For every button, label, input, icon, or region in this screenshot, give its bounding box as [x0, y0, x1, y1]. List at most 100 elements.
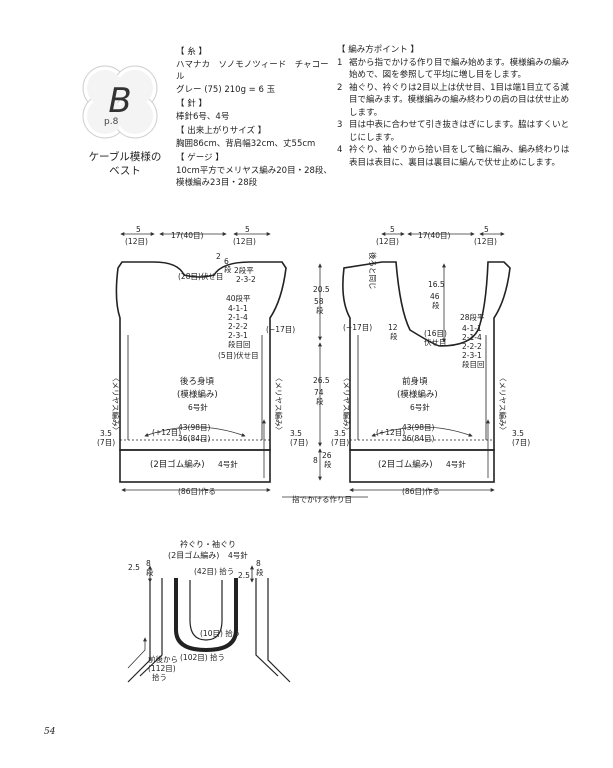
diagram-label: 46	[430, 292, 440, 301]
yarn-line: グレー (75) 210g = 6 玉	[176, 84, 276, 95]
materials-block: 【 糸 】 ハマナカ ソノモノツィード チャコール グレー (75) 210g …	[176, 44, 336, 190]
diagram-label: (42目) 拾う	[194, 566, 234, 576]
diagram-label: 段	[146, 567, 154, 577]
logo-letter: B	[108, 81, 131, 121]
diagram-label: (7目)	[512, 438, 530, 447]
front-side-label: 〈メリヤス編み〉	[342, 374, 352, 434]
diagram-label: 5	[245, 225, 250, 234]
diagram-label: 2.5	[238, 571, 250, 580]
front-piece	[342, 261, 511, 483]
back-side-label: 〈メリヤス編み〉	[111, 374, 121, 434]
diagram-label: (+12目)	[376, 428, 405, 437]
diagram-label: (12目)	[474, 237, 497, 246]
diagram-label: 8	[313, 456, 318, 465]
back-labels: 5 (12目) 17(40目) 5 (12目) 2 6 段 (28目)伏せ目 2…	[97, 225, 308, 496]
diagram-label: 3.5	[334, 429, 346, 438]
diagram-label: (7目)	[97, 438, 115, 447]
diagram-label: (12目)	[233, 237, 256, 246]
diagram-label: 12	[388, 323, 398, 332]
diagram-label: 6号針	[188, 402, 208, 412]
diagram-label: 段	[390, 331, 398, 341]
diagram-label: 2-2-2	[228, 322, 248, 331]
diagram-label: 26.5	[313, 376, 330, 385]
diagram-label: 8	[256, 559, 261, 568]
diagram-label: 後ろ身頃	[180, 376, 215, 387]
diagram-label: 拾う	[152, 672, 167, 682]
diagram-label: 前後から	[148, 654, 178, 664]
points-heading: 【 編み方ポイント 】	[337, 45, 419, 55]
trim-labels: 衿ぐり・袖ぐり (2目ゴム編み) 4号針 2.5 8 段 (42目) 拾う 2.…	[128, 539, 264, 682]
diagram-label: (2目ゴム編み)	[168, 550, 219, 560]
diagram-label: 2.5	[128, 563, 140, 572]
diagram-label: 74	[314, 388, 324, 397]
diagram-label: 3.5	[290, 429, 302, 438]
diagram-label: 段	[224, 264, 232, 274]
diagram-label: 3.5	[512, 429, 524, 438]
diagram-label: (16目)	[424, 329, 447, 338]
diagram-label: (102目) 拾う	[180, 652, 225, 662]
diagram-label: 4号針	[218, 459, 238, 469]
gauge-line: 10cm平方でメリヤス編み20目・28段、	[176, 165, 332, 176]
diagram-label: (2目ゴム編み)	[378, 459, 433, 470]
diagram-label: (模様編み)	[177, 389, 218, 400]
diagram-label: 20.5	[313, 285, 330, 294]
page-number: 54	[44, 727, 56, 737]
diagram-label: 衿ぐり・袖ぐり	[180, 539, 236, 549]
diagram-label: 17(40目)	[171, 231, 204, 240]
page-reference: p.8	[104, 117, 119, 127]
gauge-line: 模様編み23目・28段	[176, 178, 258, 188]
diagram-label: (10目) 拾う	[200, 628, 240, 638]
diagram-label: 2-3-2	[236, 275, 256, 284]
diagram-label: (112目)	[148, 664, 176, 673]
diagram-label: 指でかける作り目	[292, 494, 352, 504]
diagram-label: 36(84目)	[178, 434, 211, 443]
trim-diagram	[127, 565, 291, 683]
diagram-label: 36(84目)	[402, 434, 435, 443]
gauge-heading: 【 ゲージ 】	[176, 153, 224, 163]
diagram-label: 4-1-1	[228, 304, 248, 313]
diagram-label: 2-3-1	[228, 331, 248, 340]
diagram-label: 2-1-4	[462, 333, 482, 342]
diagram-label: (模様編み)	[397, 389, 438, 400]
front-side-label: 〈メリヤス編み〉	[498, 374, 508, 434]
back-dims	[120, 232, 271, 492]
diagram-label: 段	[256, 567, 264, 577]
diagram-label: 6号針	[410, 402, 430, 412]
diagram-label: (86目)作る	[178, 486, 216, 496]
diagram-label: 2-3-1	[462, 351, 482, 360]
diagram-label: 43(98目)	[178, 423, 211, 432]
diagram-label: 43(98目)	[402, 423, 435, 432]
diagram-label: 前身頃	[402, 376, 428, 387]
diagram-label: 段	[324, 459, 332, 469]
needle-text: 棒針6号、4号	[176, 111, 230, 122]
diagram-label: (7目)	[331, 438, 349, 447]
size-text: 胸囲86cm、背肩幅32cm、丈55cm	[176, 138, 316, 149]
diagram-label: 16.5	[428, 280, 445, 289]
diagram-label: 28段平	[460, 312, 485, 322]
diagram-label: 4号針	[228, 550, 248, 560]
back-piece	[115, 261, 287, 483]
diagram-label: (+12目)	[152, 428, 181, 437]
diagram-label: 2	[216, 252, 221, 261]
diagram-label: 2-1-4	[228, 313, 248, 322]
diagram-label: 3.5	[100, 429, 112, 438]
diagram-label: 段目回	[462, 359, 485, 369]
diagram-label: 伏せ目	[424, 337, 447, 347]
diagram-label: 6	[224, 257, 229, 266]
diagram-label: 5	[484, 225, 489, 234]
diagram-label: (12目)	[125, 237, 148, 246]
diagram-label: (28目)伏せ目	[178, 271, 223, 281]
diagram-label: (86目)作る	[402, 486, 440, 496]
diagram-label: 5	[136, 225, 141, 234]
diagram-label: 26	[322, 451, 332, 460]
diagram-label: (−17目)	[343, 323, 372, 332]
center-labels: 20.5 58 段 26.5 74 段 8 26 段 指でかける作り目	[292, 285, 352, 504]
diagram-label: 2段平	[234, 265, 254, 275]
diagram-label: 段	[432, 300, 440, 310]
diagram-label: (−17目)	[266, 325, 295, 334]
